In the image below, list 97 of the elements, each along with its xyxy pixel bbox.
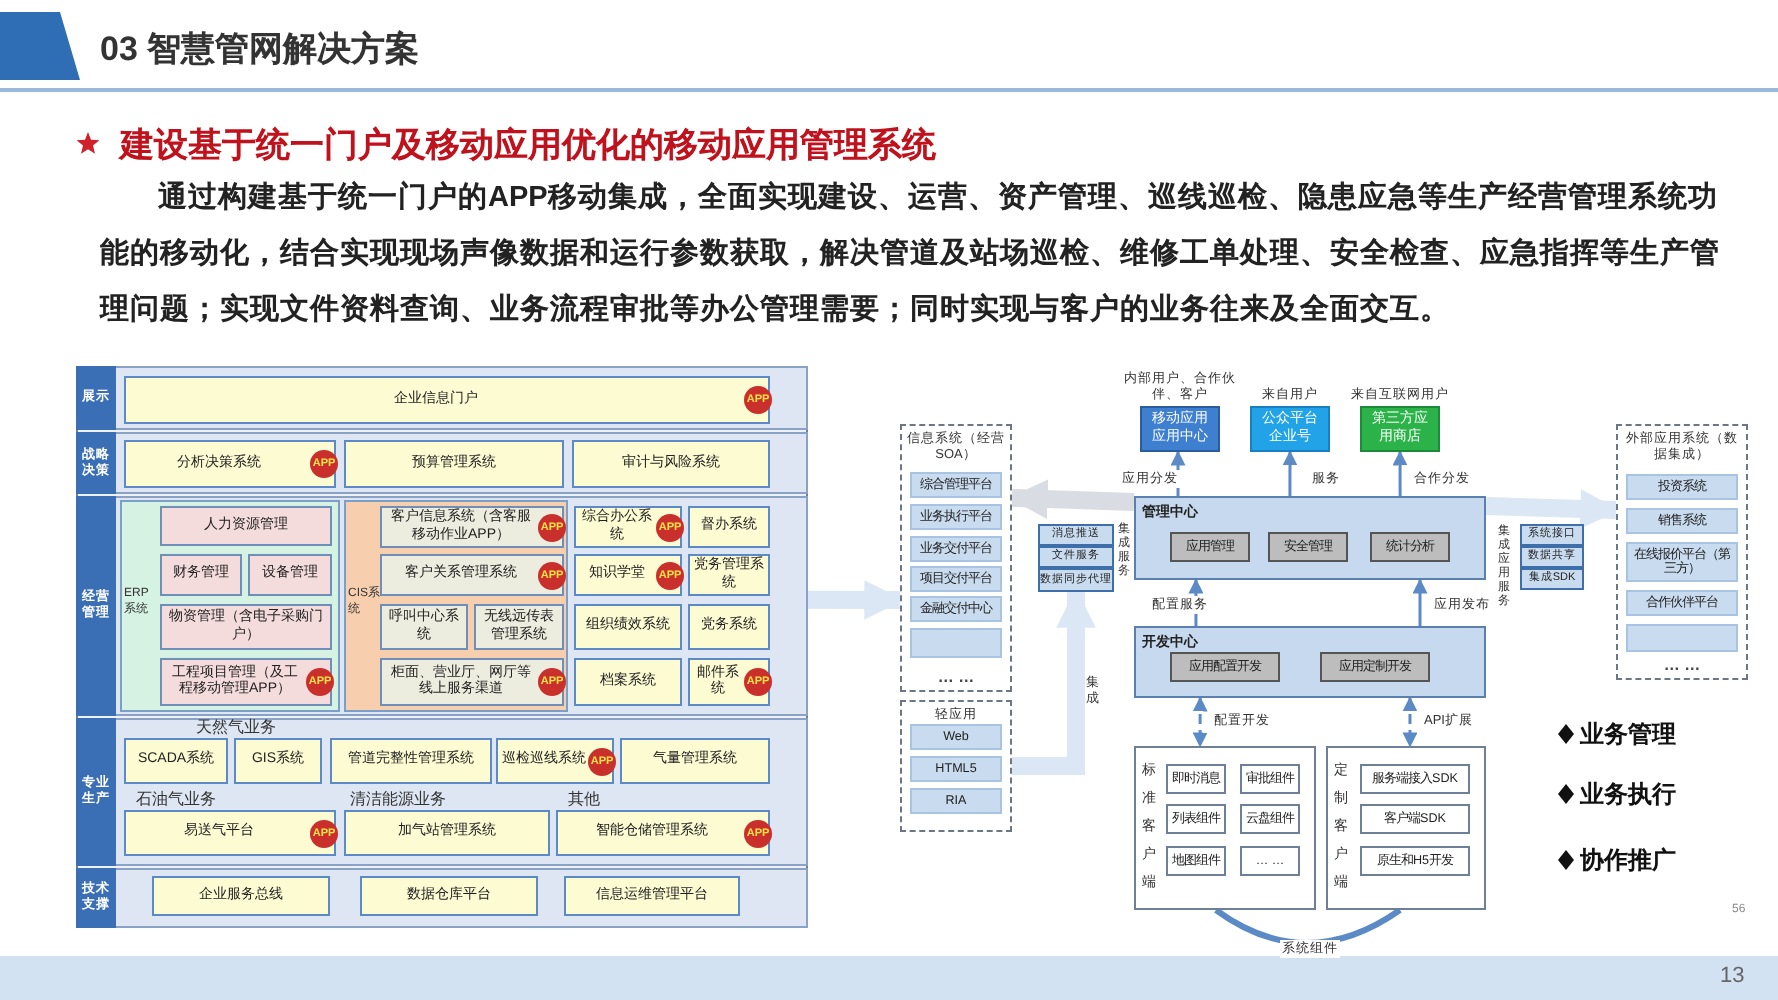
platform-box [910,566,1002,592]
platform-box [910,472,1002,498]
system-column [900,424,1012,692]
system-box [330,738,492,784]
platform-box [910,536,1002,562]
system-box [160,554,242,596]
system-box [574,554,682,596]
system-box [574,658,682,706]
platform-box [1626,508,1738,534]
system-box [688,604,770,650]
system-box [248,554,332,596]
platform-box [1626,590,1738,616]
system-box [124,440,336,488]
system-box [344,440,564,488]
connector-curve [1214,907,1402,946]
system-box [688,506,770,548]
service-box [1520,524,1584,546]
system-box [124,738,228,784]
service-box [1520,546,1584,568]
layer-band [76,496,808,716]
system-group [120,500,340,712]
layer-band [76,868,808,928]
system-box [380,506,564,548]
system-box [564,876,740,916]
arrow [1282,450,1298,496]
service-box [1038,524,1114,546]
empty-box [1626,624,1738,652]
ellipsis: … … [1661,656,1703,674]
system-box [572,440,770,488]
block-arrow [1012,588,1096,775]
group-label: 天然气业务 [196,716,276,738]
system-box [124,376,770,424]
arrow [1402,696,1418,748]
platform-box [910,756,1002,782]
system-box [380,658,564,706]
layer-band [76,718,808,866]
group-label: 其他 [568,788,600,810]
system-box [574,506,682,548]
system-box [380,604,468,650]
client-box [1134,746,1316,910]
center-box [1134,626,1486,698]
system-box [496,738,614,784]
group-label: 石油气业务 [136,788,216,810]
system-box [688,658,770,706]
function-box [1170,532,1250,562]
ellipsis: … … [935,668,977,686]
block-arrow [1008,479,1135,519]
intro-paragraph: 通过构建基于统一门户的APP移动集成，全面实现建设、运营、资产管理、巡线巡检、隐患应急等生产经营管理系统功能的移动化，结合实现现场声像数据和运行参数获取，解决管道及站场巡检、维修工单处理、安全检查、应急指挥等生产管理问题；实现文件资料查询、业务流程审批等办公管理需要；同时实现与客户的业务往来及全面交互。 [100,178,1720,330]
component-box [1360,764,1470,794]
system-box [160,658,332,706]
layer-band [76,366,808,430]
platform-box [910,788,1002,814]
subheading: 建设基于统一门户及移动应用优化的移动应用管理系统 [120,124,936,168]
system-box [620,738,770,784]
empty-box [910,628,1002,658]
architecture-panel [76,366,808,928]
component-box [1240,846,1300,876]
block-arrow [807,580,904,620]
system-group [344,500,568,712]
bullet-item: 业务执行 [1580,778,1676,812]
page-number: 13 [1720,964,1745,988]
page-title: 03 智慧管网解决方案 [100,28,420,72]
system-box [360,876,538,916]
system-box [124,810,336,856]
system-box [234,738,322,784]
system-column [900,700,1012,832]
system-box [574,604,682,650]
arrow [1392,450,1408,496]
system-box [474,604,564,650]
component-box [1360,846,1470,876]
system-column [1616,424,1748,680]
system-box [160,506,332,546]
group-label: 清洁能源业务 [350,788,446,810]
platform-box [910,724,1002,750]
service-box [1520,568,1584,590]
function-box [1370,532,1450,562]
bullet-item: 协作推广 [1580,844,1676,878]
system-box [152,876,330,916]
system-box [380,554,564,596]
service-box [1038,546,1114,568]
block-arrow [1485,489,1620,529]
function-box [1268,532,1348,562]
arrow [1192,696,1208,748]
system-box [344,810,550,856]
component-box [1360,804,1470,834]
function-box [1170,652,1280,682]
platform-box [910,596,1002,622]
arrow [1412,578,1428,626]
bullet-item: 业务管理 [1580,718,1676,752]
system-box [160,604,332,650]
layer-band [76,432,808,494]
system-box [556,810,770,856]
function-box [1320,652,1430,682]
platform-box [910,504,1002,530]
client-box [1326,746,1486,910]
center-box [1134,496,1486,580]
platform-box [1626,474,1738,500]
